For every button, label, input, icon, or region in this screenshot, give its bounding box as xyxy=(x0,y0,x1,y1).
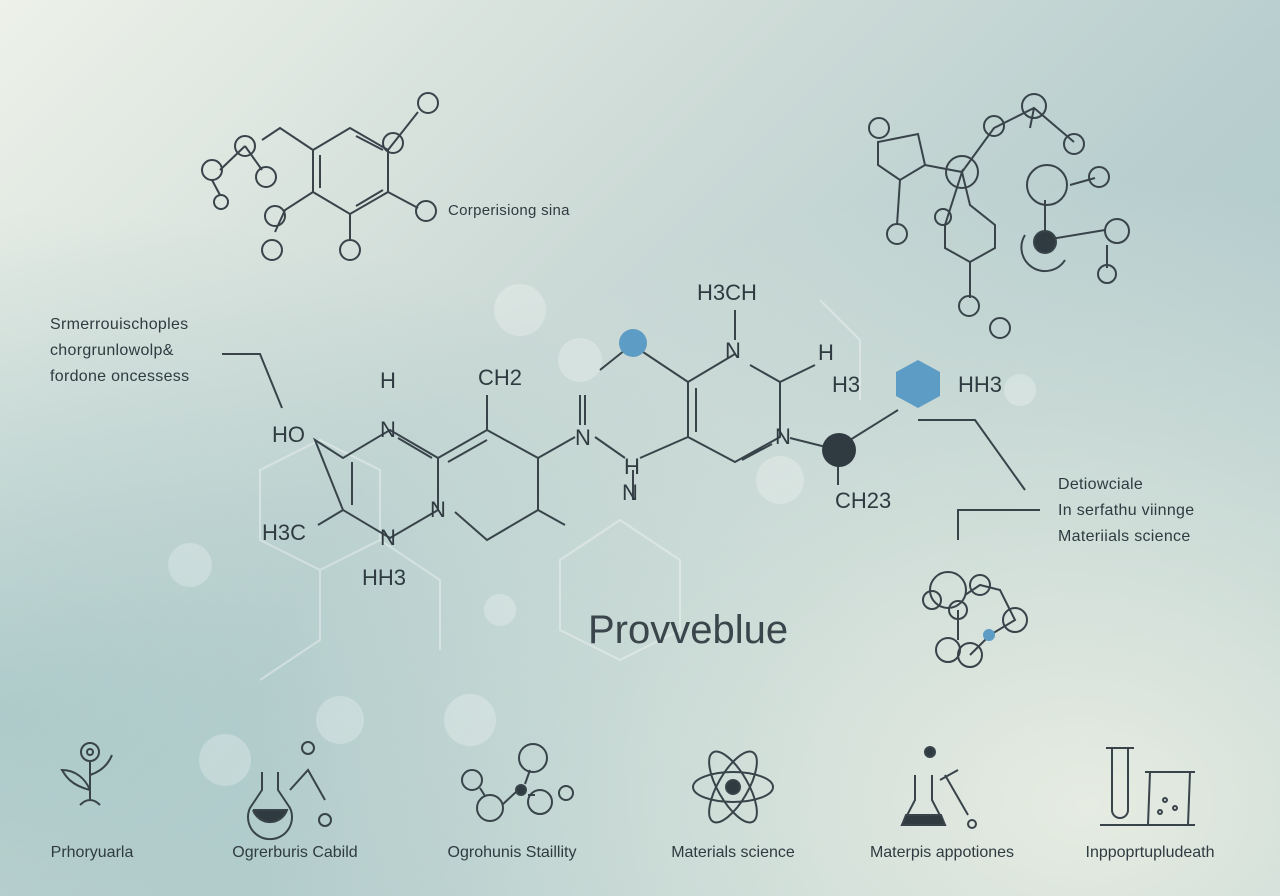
atom-label: H3C xyxy=(262,520,306,545)
atom-label: N xyxy=(380,525,396,550)
background-bubbles xyxy=(168,284,1036,786)
atom-label: N xyxy=(430,497,446,522)
left-annotation-line: Srmerrouischoples xyxy=(50,316,189,333)
central-molecule-bonds xyxy=(222,310,1040,542)
left-annotation: Srmerrouischoples chorgrunlowolp& fordon… xyxy=(50,312,189,390)
caption-molecule: Ogrohunis Staillity xyxy=(447,844,577,861)
molecule-small-right xyxy=(922,571,1028,668)
molecule-icon xyxy=(461,743,574,822)
atom-label: CH2 xyxy=(478,365,522,390)
atom-label: N xyxy=(775,424,791,449)
atom-label: H xyxy=(818,340,834,365)
right-annotation-line: Detiowciale xyxy=(1058,476,1144,493)
atom-label: N xyxy=(725,338,741,363)
atom-label: H xyxy=(624,454,640,479)
atom-icon xyxy=(692,750,774,824)
molecule-top-right xyxy=(868,93,1130,339)
top-label: Corperisiong sina xyxy=(448,202,570,219)
background-structure xyxy=(259,299,861,681)
atom-label: HH3 xyxy=(958,372,1002,397)
atom-label: N xyxy=(575,425,591,450)
flask-icon xyxy=(247,741,332,841)
caption-atom: Materials science xyxy=(671,844,795,861)
atom-label: H3 xyxy=(832,372,860,397)
caption-flask: Ogrerburis Cabild xyxy=(232,844,358,861)
atom-label: H xyxy=(380,368,396,393)
caption-plant: Prhoryuarla xyxy=(50,844,134,861)
diagram-title: Provveblue xyxy=(588,608,789,652)
right-annotation: Detiowciale In serfathu viinnge Materiia… xyxy=(1058,472,1194,550)
caption-test-tube: Inppoprtupludeath xyxy=(1085,844,1215,861)
left-annotation-line: fordone oncessess xyxy=(50,368,190,385)
atom-label: H3CH xyxy=(697,280,757,305)
atom-label: N xyxy=(380,417,396,442)
atom-label: HH3 xyxy=(362,565,406,590)
beaker-pipette-icon xyxy=(900,746,977,829)
atom-label: HO xyxy=(272,422,305,447)
test-tube-icon xyxy=(1100,747,1195,826)
dark-atom xyxy=(822,433,856,467)
plant-icon xyxy=(60,742,113,806)
molecule-top-left xyxy=(201,92,439,261)
accent-atom xyxy=(619,329,647,357)
atom-label: N xyxy=(622,480,638,505)
left-annotation-line: chorgrunlowolp& xyxy=(50,342,174,359)
accent-hexagon xyxy=(896,360,940,408)
right-annotation-line: In serfathu viinnge xyxy=(1058,502,1195,519)
caption-beaker: Materpis appotiones xyxy=(869,844,1015,861)
right-annotation-line: Materiials science xyxy=(1058,528,1191,545)
atom-label: CH23 xyxy=(835,488,891,513)
